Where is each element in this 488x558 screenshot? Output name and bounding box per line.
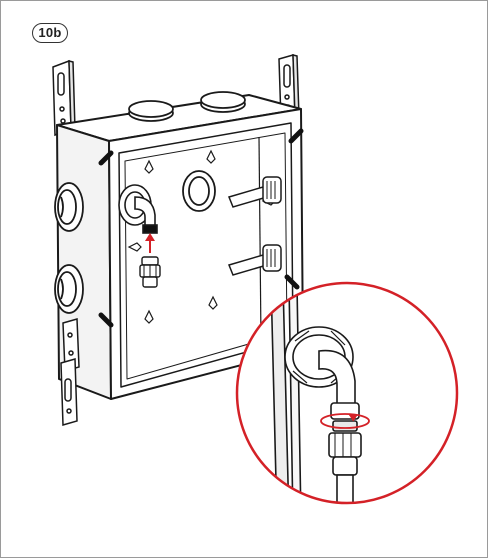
compression-fitting <box>139 256 161 288</box>
right-valves <box>227 176 282 276</box>
top-connectors <box>128 91 246 122</box>
mounting-bracket-bottom <box>60 318 80 426</box>
up-arrow-icon <box>145 233 155 253</box>
step-number-badge: 10b <box>32 23 68 43</box>
zoom-detail <box>235 281 459 505</box>
side-connectors <box>54 182 84 314</box>
center-connector <box>182 170 216 212</box>
elbow-fitting <box>118 184 158 234</box>
corner-clips <box>98 128 304 328</box>
rotate-arrow-icon <box>320 413 370 429</box>
